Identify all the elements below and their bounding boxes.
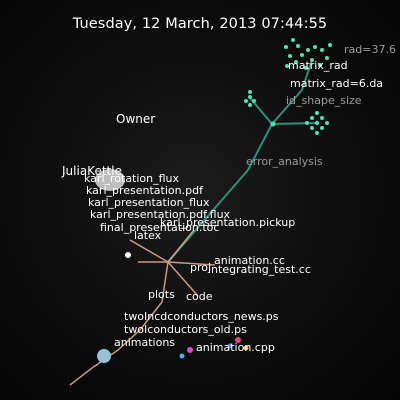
file-latex: latex bbox=[134, 229, 162, 242]
owner-file-cluster bbox=[179, 337, 249, 359]
file-animation-cpp: animation.cpp bbox=[196, 341, 275, 354]
dir-error-analysis: error_analysis bbox=[246, 155, 323, 168]
file-karl-3: karl_presentation_flux bbox=[88, 196, 210, 209]
file-pickup: karl_presentation.pickup bbox=[160, 216, 296, 229]
dir-animation: animation.cc bbox=[214, 254, 285, 267]
file-matrix-rad-6: matrix_rad=6.da bbox=[290, 77, 384, 90]
file-proj: proj bbox=[190, 261, 212, 274]
file-toc: final_presentation.toc bbox=[100, 221, 220, 234]
dir-code: code bbox=[186, 290, 213, 303]
file-conductors-old: twoIconductors_old.ps bbox=[124, 323, 247, 336]
user-avatars bbox=[95, 169, 131, 363]
dir-shape-size: id_shape_size bbox=[286, 94, 362, 107]
file-karl-4: karl_presentation.pdf.flux bbox=[90, 208, 231, 221]
file-conductors-news: twoIncdconductors_news.ps bbox=[124, 310, 279, 323]
file-karl-1: karl_rotation_flux bbox=[84, 172, 180, 185]
file-matrix-rad: matrix_rad bbox=[288, 59, 348, 72]
dir-animations: animations bbox=[114, 336, 176, 349]
julia-label: JuliaKettle bbox=[62, 164, 122, 178]
file-integrating: integrating_test.cc bbox=[208, 263, 311, 276]
teal-node-clusters bbox=[244, 38, 332, 135]
timestamp: Tuesday, 12 March, 2013 07:44:55 bbox=[72, 16, 328, 32]
owner-label: Owner bbox=[116, 112, 156, 126]
file-rad-37: rad=37.6 bbox=[344, 43, 396, 56]
file-karl-2: karl_presentation.pdf bbox=[86, 184, 203, 197]
peach-branches bbox=[69, 229, 216, 386]
dir-plots: plots bbox=[148, 288, 175, 301]
